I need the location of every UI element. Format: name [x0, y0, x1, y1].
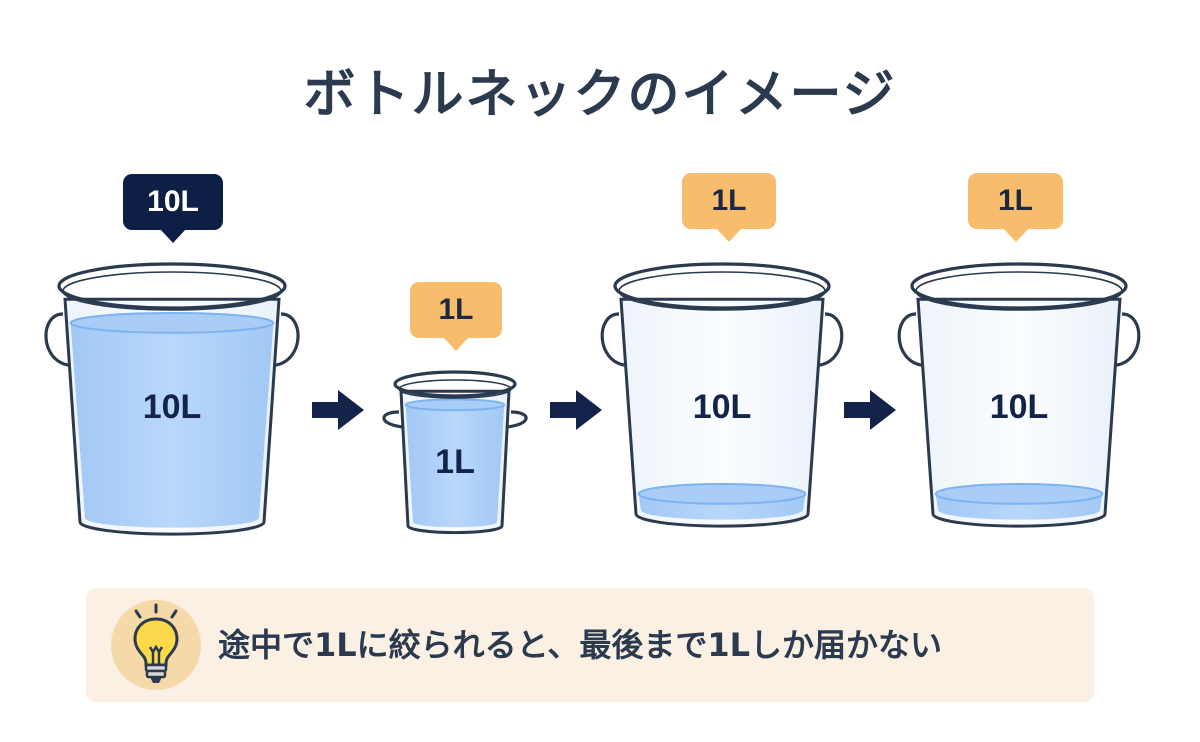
water-surface — [934, 482, 1104, 505]
water-surface — [404, 398, 506, 412]
bucket-label-stage-1: 10L — [142, 388, 202, 426]
bucket-handle — [897, 312, 923, 367]
bucket-rim — [393, 370, 517, 398]
bucket-rim-inner — [398, 379, 512, 399]
bucket-handle — [600, 312, 626, 367]
arrow-right-icon — [312, 390, 364, 430]
bucket-water — [935, 493, 1103, 520]
bucket-rim-inner — [62, 271, 282, 311]
bucket-handle — [382, 410, 406, 429]
bucket-label-stage-3: 10L — [692, 388, 752, 426]
bucket-rim-inner — [915, 271, 1123, 311]
bucket-handle — [818, 312, 844, 367]
bucket-rim — [613, 262, 831, 310]
arrow-right-icon — [844, 390, 896, 430]
bucket-label-stage-2: 1L — [435, 443, 475, 481]
lightbulb-icon — [111, 600, 201, 690]
arrow-right-icon — [550, 390, 602, 430]
water-surface — [637, 482, 807, 505]
callout-stage-1: 10L — [123, 174, 223, 243]
bucket-handle — [504, 410, 528, 429]
summary-note: 途中で1Lに絞られると、最後まで1Lしか届かない — [86, 588, 1094, 702]
callout-stage-3: 1L — [682, 173, 776, 242]
bucket-label-stage-4: 10L — [989, 388, 1049, 426]
callout-stage-2: 1L — [410, 282, 502, 351]
bucket-handle — [274, 312, 300, 367]
bucket-handle — [1115, 312, 1141, 367]
bucket-rim — [57, 262, 287, 310]
bucket-water — [638, 493, 806, 520]
water-surface — [69, 311, 275, 334]
callout-stage-4: 1L — [968, 173, 1063, 242]
page-title: ボトルネックのイメージ — [303, 65, 897, 125]
summary-note-text: 途中で1Lに絞られると、最後まで1Lしか届かない — [218, 626, 943, 664]
bucket-rim-inner — [618, 271, 826, 311]
bucket-rim — [910, 262, 1128, 310]
bucket-handle — [44, 312, 70, 367]
